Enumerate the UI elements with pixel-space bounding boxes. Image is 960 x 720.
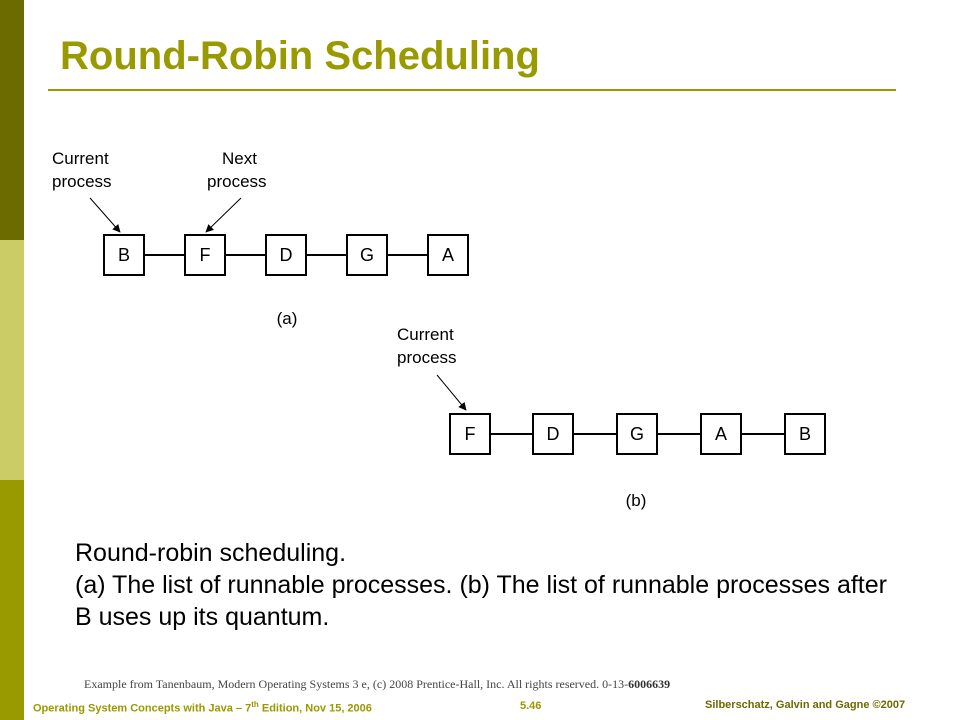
list-a-node: F: [184, 234, 226, 276]
list-b-current-label-line2: process: [397, 348, 457, 367]
list-b-node: F: [449, 413, 491, 455]
source-credit: Example from Tanenbaum, Modern Operating…: [84, 677, 670, 692]
svg-text:F: F: [200, 245, 211, 265]
list-b-node: G: [616, 413, 658, 455]
list-b-current-label-line1: Current: [397, 325, 454, 344]
caption-description: (a) The list of runnable processes. (b) …: [75, 571, 887, 631]
list-a-next-arrow: [205, 197, 242, 233]
list-b-node: B: [784, 413, 826, 455]
list-a-current-label-line1: Current: [52, 149, 109, 168]
credit-text: Example from Tanenbaum, Modern Operating…: [84, 677, 629, 691]
footer-authors: Silberschatz, Galvin and Gagne ©2007: [705, 699, 906, 711]
list-a-next-label-line1: Next: [222, 149, 257, 168]
footer-book-info: Operating System Concepts with Java – 7t…: [33, 700, 372, 715]
figure-caption: Round-robin scheduling. (a) The list of …: [75, 537, 895, 633]
sidebar-band-olive: [0, 480, 24, 720]
list-b-node: A: [700, 413, 742, 455]
svg-text:D: D: [280, 245, 293, 265]
svg-text:A: A: [715, 424, 727, 444]
list-b-sub-label: (b): [626, 491, 647, 510]
list-a-node: B: [103, 234, 145, 276]
caption-title: Round-robin scheduling.: [75, 539, 347, 567]
slide-title: Round-Robin Scheduling: [60, 34, 540, 78]
list-a-sub-label: (a): [277, 309, 298, 328]
list-a-current-arrow: [89, 197, 121, 233]
footer-book-info-suffix: Edition, Nov 15, 2006: [258, 702, 372, 715]
svg-text:G: G: [360, 245, 374, 265]
list-b-current-arrow: [436, 374, 467, 411]
list-a-node: D: [265, 234, 307, 276]
list-b-node: D: [532, 413, 574, 455]
footer-book-info-prefix: Operating System Concepts with Java – 7: [33, 702, 252, 715]
sidebar-band-dark: [0, 0, 24, 240]
svg-text:D: D: [547, 424, 560, 444]
list-a-next-label-line2: process: [207, 172, 267, 191]
svg-text:B: B: [799, 424, 811, 444]
svg-text:G: G: [630, 424, 644, 444]
svg-text:F: F: [465, 424, 476, 444]
footer-book-info-sup: th: [251, 700, 259, 709]
title-underline: [48, 89, 896, 91]
list-a-node: G: [346, 234, 388, 276]
svg-text:A: A: [442, 245, 454, 265]
list-a-current-label-line2: process: [52, 172, 112, 191]
sidebar-band-light: [0, 240, 24, 480]
list-a-node: A: [427, 234, 469, 276]
credit-isbn-tail: 6006639: [628, 677, 671, 691]
footer-page-number: 5.46: [520, 700, 542, 712]
svg-text:B: B: [118, 245, 130, 265]
sidebar-decoration: [0, 0, 24, 720]
